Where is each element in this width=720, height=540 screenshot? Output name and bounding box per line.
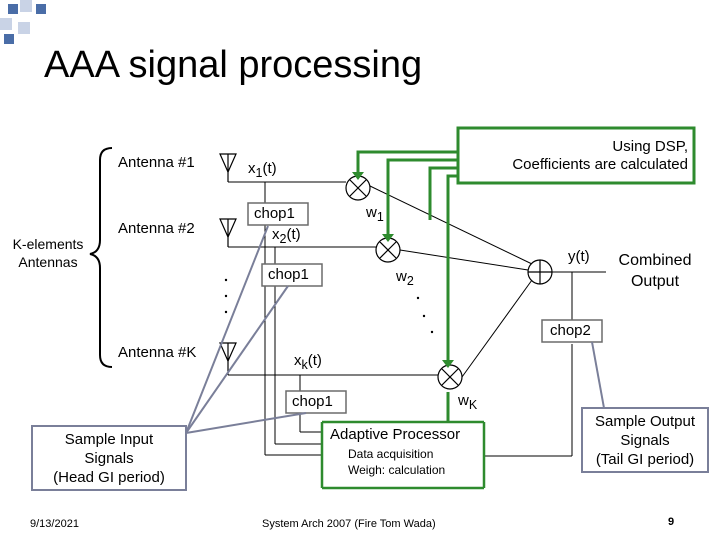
deco-square xyxy=(0,18,12,30)
chop1-box-1 xyxy=(247,202,309,226)
dsp-note-line: Coefficients are calculated xyxy=(512,156,688,173)
dsp-note-box xyxy=(456,126,696,185)
weight-subscript: K xyxy=(468,398,478,412)
antenna-1-label: Antenna #1 xyxy=(118,154,195,171)
deco-square xyxy=(8,4,18,14)
page-title: AAA signal processing xyxy=(44,44,423,86)
antenna-k-label: Antenna #K xyxy=(118,344,197,361)
antenna-ellipsis xyxy=(224,278,228,314)
antenna-k-symbol xyxy=(219,342,237,375)
adaptive-processor-title: Adaptive Processor xyxy=(330,426,461,443)
sample-input-line: Signals xyxy=(84,450,134,467)
deco-square xyxy=(36,4,46,14)
footer-date: 9/13/2021 xyxy=(30,518,79,530)
antenna-2-label: Antenna #2 xyxy=(118,220,195,237)
weight-subscript: 2 xyxy=(406,274,414,288)
antenna-1-symbol xyxy=(219,153,237,182)
sample-input-note: Sample Input Signals (Head GI period) xyxy=(32,430,186,487)
signal-subscript: 2 xyxy=(279,232,287,246)
sample-input-line: (Head GI period) xyxy=(53,469,165,486)
chop2-box xyxy=(541,319,603,343)
chop1-label-1: chop1 xyxy=(254,205,295,222)
combined-output-label: Combined Output xyxy=(612,250,698,292)
deco-square xyxy=(4,34,14,44)
signal-symbol: x xyxy=(272,226,280,243)
signal-symbol: x xyxy=(248,160,256,177)
chop1-box-3 xyxy=(285,390,347,414)
weight-subscript: 1 xyxy=(376,210,384,224)
deco-square xyxy=(18,22,30,34)
adaptive-processor: Adaptive Processor Data acquisition Weig… xyxy=(330,426,480,477)
adaptive-processor-line: Weigh: calculation xyxy=(348,463,446,477)
signal-x2-label: x2(t) xyxy=(272,226,301,246)
dsp-note: Using DSP, Coefficients are calculated xyxy=(462,138,688,174)
combined-output-line: Combined xyxy=(618,252,692,269)
combined-output-line: Output xyxy=(630,273,680,290)
sample-output-box xyxy=(581,407,709,473)
signal-arg: (t) xyxy=(307,352,322,369)
footer-center: System Arch 2007 (Fire Tom Wada) xyxy=(262,518,436,530)
signal-arg: (t) xyxy=(286,226,301,243)
signal-y-label: y(t) xyxy=(568,248,590,265)
green-arrowheads xyxy=(352,172,454,368)
chop1-box-2 xyxy=(261,263,323,287)
weight-ellipsis xyxy=(416,296,434,334)
signal-arg: (t) xyxy=(262,160,277,177)
weight-symbol: w xyxy=(366,204,377,221)
antenna-2-symbol xyxy=(219,218,237,247)
signal-subscript: 1 xyxy=(255,166,263,180)
sample-output-line: Sample Output xyxy=(594,413,696,430)
weight-w1-label: w1 xyxy=(366,204,384,224)
weight-w2-label: w2 xyxy=(396,268,414,288)
weight-wk-label: wK xyxy=(458,392,477,412)
group-label-line: Antennas xyxy=(18,254,78,270)
sample-input-box xyxy=(31,425,187,491)
gray-callouts xyxy=(185,225,605,434)
signal-symbol: x xyxy=(294,352,302,369)
sample-output-line: Signals xyxy=(620,432,670,449)
chop1-label-2: chop1 xyxy=(268,266,309,283)
sample-input-line: Sample Input xyxy=(64,431,154,448)
weight-symbol: w xyxy=(396,268,407,285)
processor-link xyxy=(320,420,486,490)
chop2-label: chop2 xyxy=(550,322,591,339)
chop1-label-3: chop1 xyxy=(292,393,333,410)
multiplier-k xyxy=(437,364,463,390)
group-label-line: K-elements xyxy=(12,236,84,252)
antenna-group-label: K-elements Antennas xyxy=(4,235,92,271)
summer-node xyxy=(527,259,553,285)
signal-subscript: k xyxy=(301,358,308,372)
page-number: 9 xyxy=(668,516,675,528)
adaptive-processor-line: Data acquisition xyxy=(348,447,434,461)
sample-output-note: Sample Output Signals (Tail GI period) xyxy=(582,412,708,469)
signal-x1-label: x1(t) xyxy=(248,160,277,180)
signal-xk-label: xk(t) xyxy=(294,352,322,372)
weight-symbol: w xyxy=(458,392,469,409)
dsp-note-line: Using DSP, xyxy=(612,138,688,155)
antenna-group-brace xyxy=(89,147,113,368)
deco-square xyxy=(20,0,32,12)
sample-output-line: (Tail GI period) xyxy=(595,451,695,468)
green-connectors xyxy=(356,150,458,422)
